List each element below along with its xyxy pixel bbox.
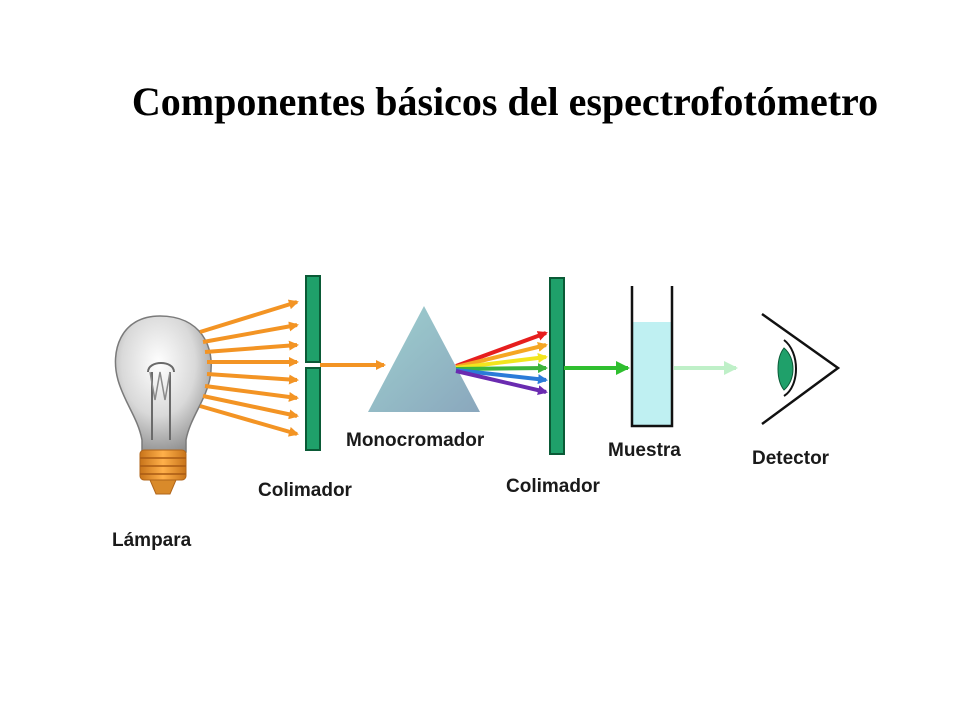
lamp-label: Lámpara xyxy=(112,530,192,551)
spectrum-rays xyxy=(455,331,548,396)
eye-icon xyxy=(761,312,841,426)
collimator-1 xyxy=(305,275,321,451)
collimator-2-label: Colimador xyxy=(506,476,601,497)
collimator-2 xyxy=(549,277,565,455)
page-title: Componentes básicos del espectrofotómetr… xyxy=(131,79,879,124)
monochromator-label: Monocromador xyxy=(346,430,485,451)
detector-label: Detector xyxy=(752,448,830,469)
sample-cuvette-icon xyxy=(630,286,674,428)
prism-icon xyxy=(368,306,480,412)
sample-label: Muestra xyxy=(608,440,681,461)
light-rays xyxy=(199,299,299,437)
light-bulb-icon xyxy=(114,315,212,495)
collimator-1-label: Colimador xyxy=(258,480,353,501)
